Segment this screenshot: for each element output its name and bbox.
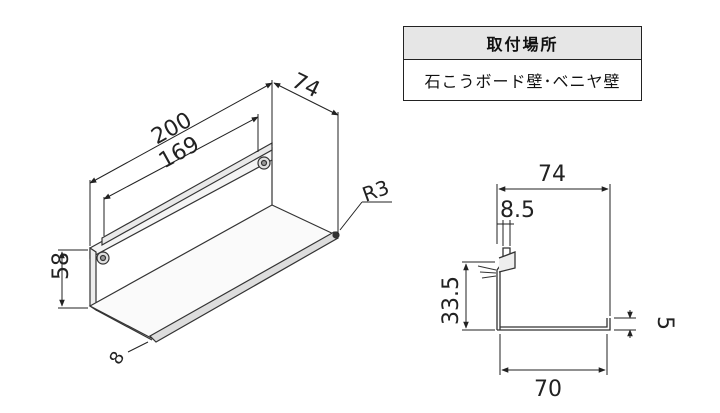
table-value: 石こうボード壁･ベニヤ壁 [403, 59, 642, 101]
mounting-location-table: 取付場所 石こうボード壁･ベニヤ壁 [403, 26, 642, 101]
dim-33-5: 33.5 [439, 276, 464, 325]
left-end [89, 246, 97, 312]
dim-8: 8 [105, 348, 129, 368]
dim-8-5: 8.5 [500, 198, 535, 223]
dim-74-section: 74 [538, 162, 566, 187]
left-side-edge [95, 309, 153, 341]
section-dimension-lines [462, 184, 636, 375]
dim-58: 58 [49, 252, 74, 280]
hook-detail [498, 251, 516, 273]
profile-outline [496, 247, 611, 331]
section-profile-view [477, 247, 611, 331]
dim-70: 70 [534, 377, 562, 402]
isometric-shelf-view [88, 141, 340, 343]
iso-dimension-lines [58, 80, 392, 353]
front-lip [149, 231, 339, 343]
dim-74-iso: 74 [288, 69, 324, 104]
dim-5: 5 [652, 316, 677, 330]
